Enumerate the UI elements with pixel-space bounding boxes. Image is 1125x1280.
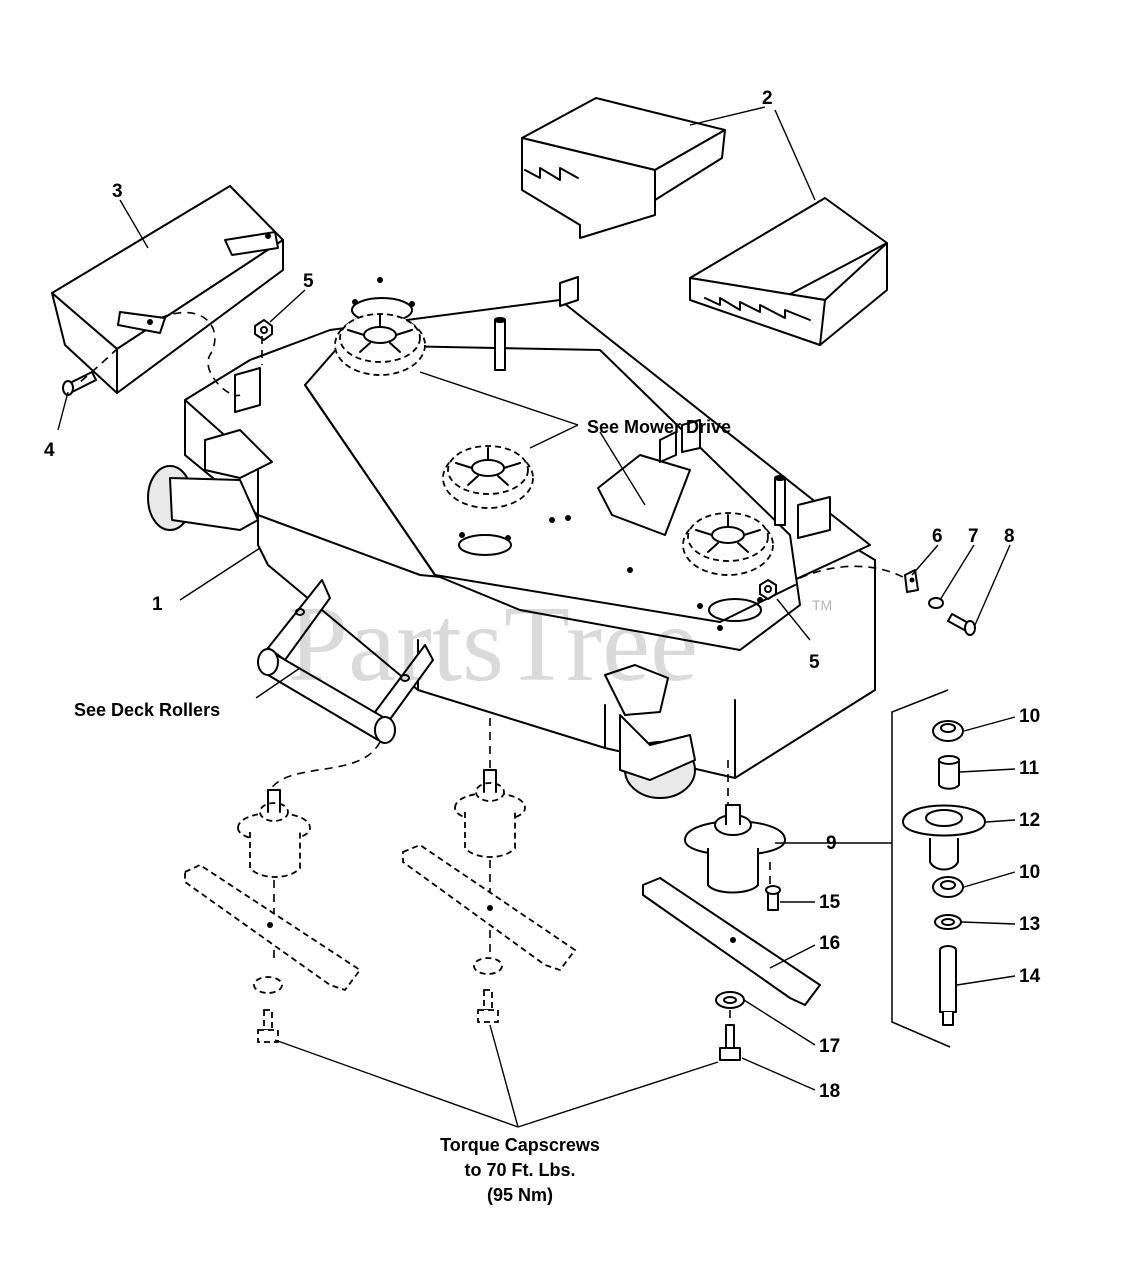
front-deck-roller [257, 648, 396, 744]
blade-washer-center [473, 957, 503, 975]
deck-pulley-left [334, 313, 426, 376]
callout-15: 15 [819, 892, 841, 913]
callout-5-right: 5 [809, 652, 820, 673]
callout-9: 9 [826, 833, 837, 854]
discharge-deflector [51, 185, 284, 394]
note-see-mower-drive: See Mower Drive [587, 417, 731, 437]
callout-12: 12 [1019, 810, 1040, 831]
bearing-bottom [932, 876, 964, 898]
spindle-assembly-center [454, 718, 526, 960]
callout-6: 6 [932, 526, 943, 547]
callout-7: 7 [968, 526, 979, 547]
lock-washer [928, 597, 944, 609]
spindle-washer [934, 914, 962, 930]
callout-3: 3 [112, 181, 123, 202]
callout-2: 2 [762, 88, 773, 109]
blade-capscrew-center [477, 989, 499, 1023]
cap-screw-small [947, 613, 976, 636]
spacer-sleeve [938, 755, 960, 790]
callout-10-bottom: 10 [1019, 862, 1040, 883]
note-torque-line1: Torque Capscrews [440, 1135, 600, 1155]
blade-left [184, 863, 362, 992]
bearing-top [932, 720, 964, 742]
spindle-shaft [939, 945, 957, 1026]
spindle-housing [902, 804, 986, 871]
callout-4: 4 [44, 440, 55, 461]
deck-pulley-center [442, 445, 534, 509]
callout-8: 8 [1004, 526, 1015, 547]
callout-14: 14 [1019, 966, 1041, 987]
blade-capscrew-left [257, 1009, 279, 1043]
leader-lines [57, 106, 1016, 1128]
callout-numbers: 1 2 3 4 5 5 6 7 8 9 10 11 12 10 13 14 15… [44, 88, 1041, 1102]
blade-right [642, 877, 821, 1006]
deflector-bolt [62, 371, 97, 396]
watermark-text: PartsTree [288, 585, 698, 704]
deck-nut-right [759, 579, 777, 600]
callout-10-top: 10 [1019, 706, 1040, 727]
deck-pulley-right [682, 512, 774, 576]
blade-washer-left [253, 976, 283, 994]
callout-18: 18 [819, 1081, 840, 1102]
callout-5-top: 5 [303, 271, 314, 292]
belt-cover-right [689, 197, 888, 346]
callout-1: 1 [152, 594, 163, 615]
blade-washer-right [715, 991, 745, 1009]
callout-16: 16 [819, 933, 840, 954]
detail-bracket [891, 689, 951, 1048]
clip-nut [904, 569, 919, 593]
deflector-nut [254, 319, 273, 341]
watermark-trademark: TM [812, 597, 832, 613]
callout-17: 17 [819, 1036, 840, 1057]
note-torque-line3: (95 Nm) [487, 1185, 553, 1205]
spindle-assembly-left [237, 789, 311, 960]
note-torque-line2: to 70 Ft. Lbs. [464, 1160, 575, 1180]
spindle-assembly-right [684, 804, 786, 894]
callout-11: 11 [1019, 758, 1040, 779]
belt-cover-rear [521, 97, 726, 239]
callout-13: 13 [1019, 914, 1040, 935]
blade-center [402, 843, 577, 972]
blade-capscrew-right [719, 1024, 741, 1061]
note-see-deck-rollers: See Deck Rollers [74, 700, 220, 720]
spindle-mount-bolt [765, 885, 781, 911]
